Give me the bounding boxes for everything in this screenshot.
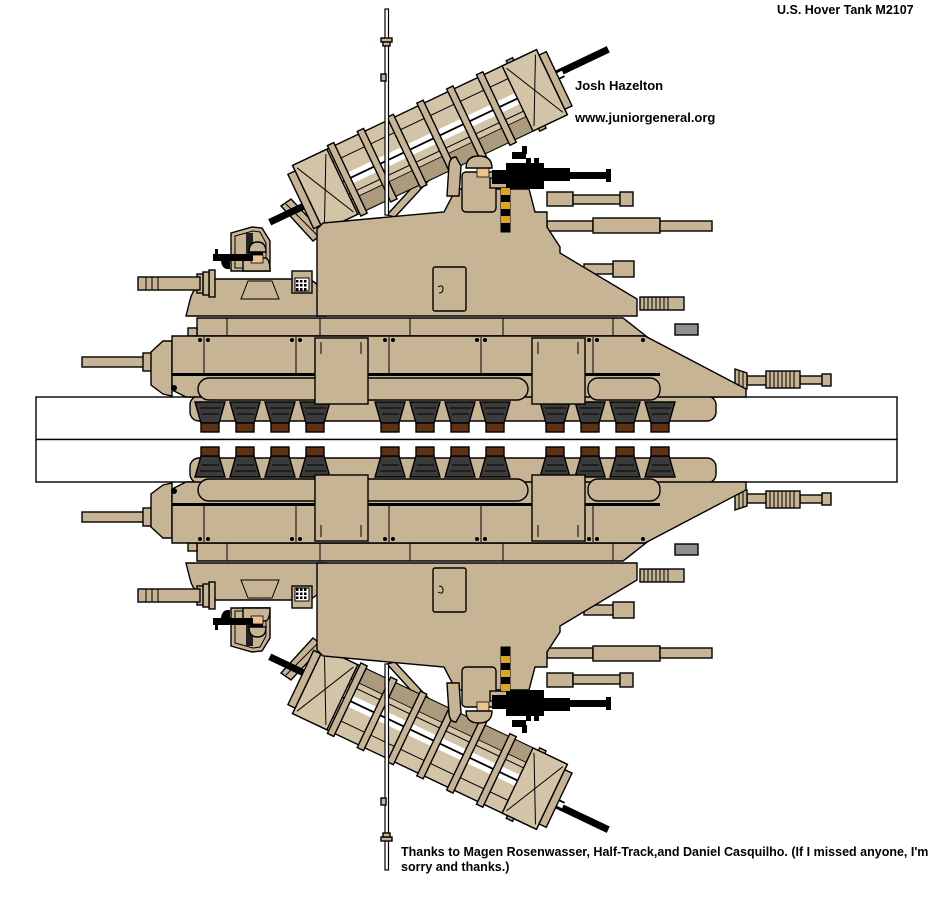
author-credit: Josh Hazelton bbox=[575, 78, 664, 93]
tank-top-half bbox=[36, 9, 897, 440]
tank-bottom-half bbox=[36, 440, 897, 871]
thanks-note: Thanks to Magen Rosenwasser, Half-Track,… bbox=[401, 845, 929, 874]
website-credit: www.juniorgeneral.org bbox=[575, 110, 716, 125]
page-title: U.S. Hover Tank M2107 bbox=[777, 3, 914, 17]
